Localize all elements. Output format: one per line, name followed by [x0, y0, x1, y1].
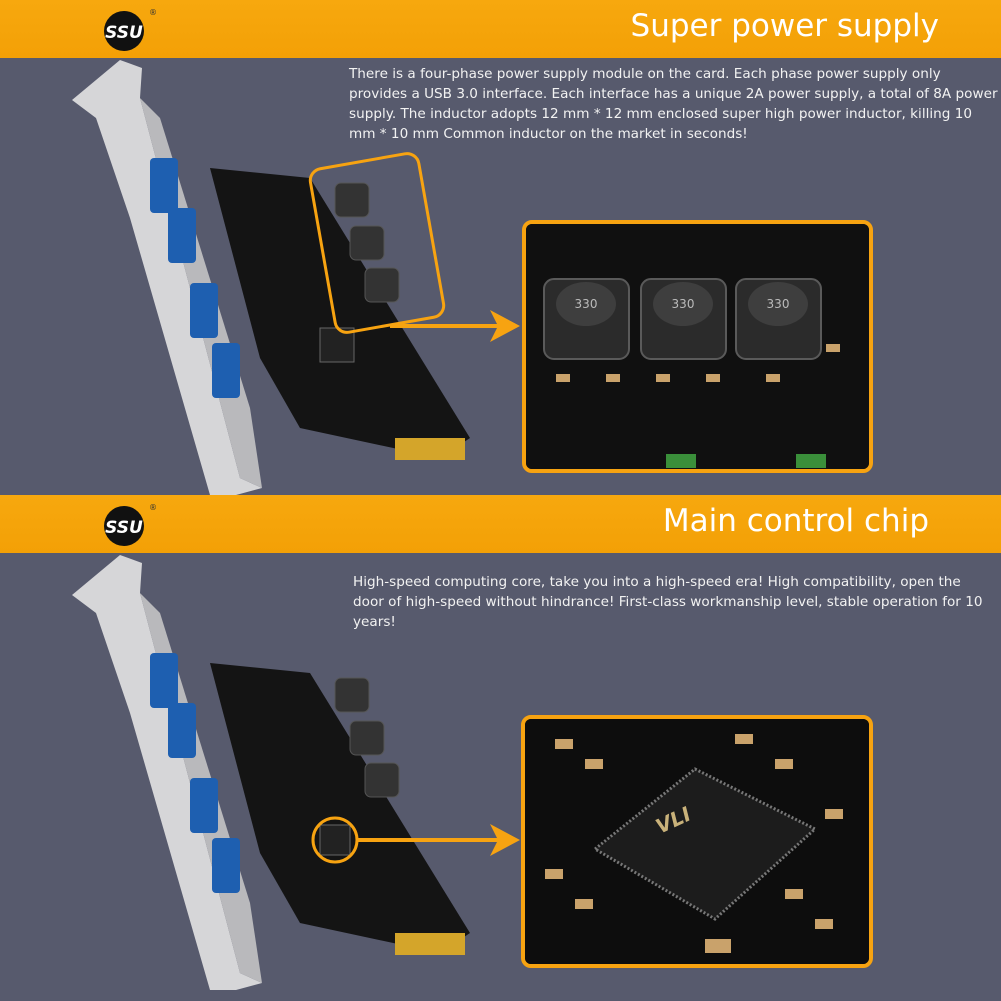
svg-text:®: ®: [149, 503, 156, 512]
inductor-marking: 330: [575, 297, 598, 311]
main-chip-section: High-speed computing core, take you into…: [0, 553, 1001, 1001]
usb-card-illustration: [72, 60, 520, 495]
inductor-marking: 330: [672, 297, 695, 311]
description-text: High-speed computing core, take you into…: [353, 574, 983, 630]
ssu-logo: SSU ®: [104, 503, 156, 546]
section-title: Main control chip: [662, 503, 929, 539]
section-title: Super power supply: [630, 8, 939, 44]
section-header-power: SSU ® Super power supply: [0, 0, 1001, 58]
description-text: There is a four-phase power supply modul…: [349, 66, 998, 142]
svg-text:SSU: SSU: [105, 518, 143, 538]
power-supply-section: There is a four-phase power supply modul…: [0, 58, 1001, 495]
ssu-logo: SSU ®: [104, 8, 156, 51]
inductor-zoom-view: 330 330 330: [522, 220, 873, 473]
usb-card-illustration: [72, 555, 520, 990]
chip-zoom-view: VLI: [521, 715, 873, 968]
svg-text:SSU: SSU: [105, 23, 143, 43]
svg-text:®: ®: [149, 8, 156, 17]
inductor-marking: 330: [767, 297, 790, 311]
section-header-chip: SSU ® Main control chip: [0, 495, 1001, 553]
